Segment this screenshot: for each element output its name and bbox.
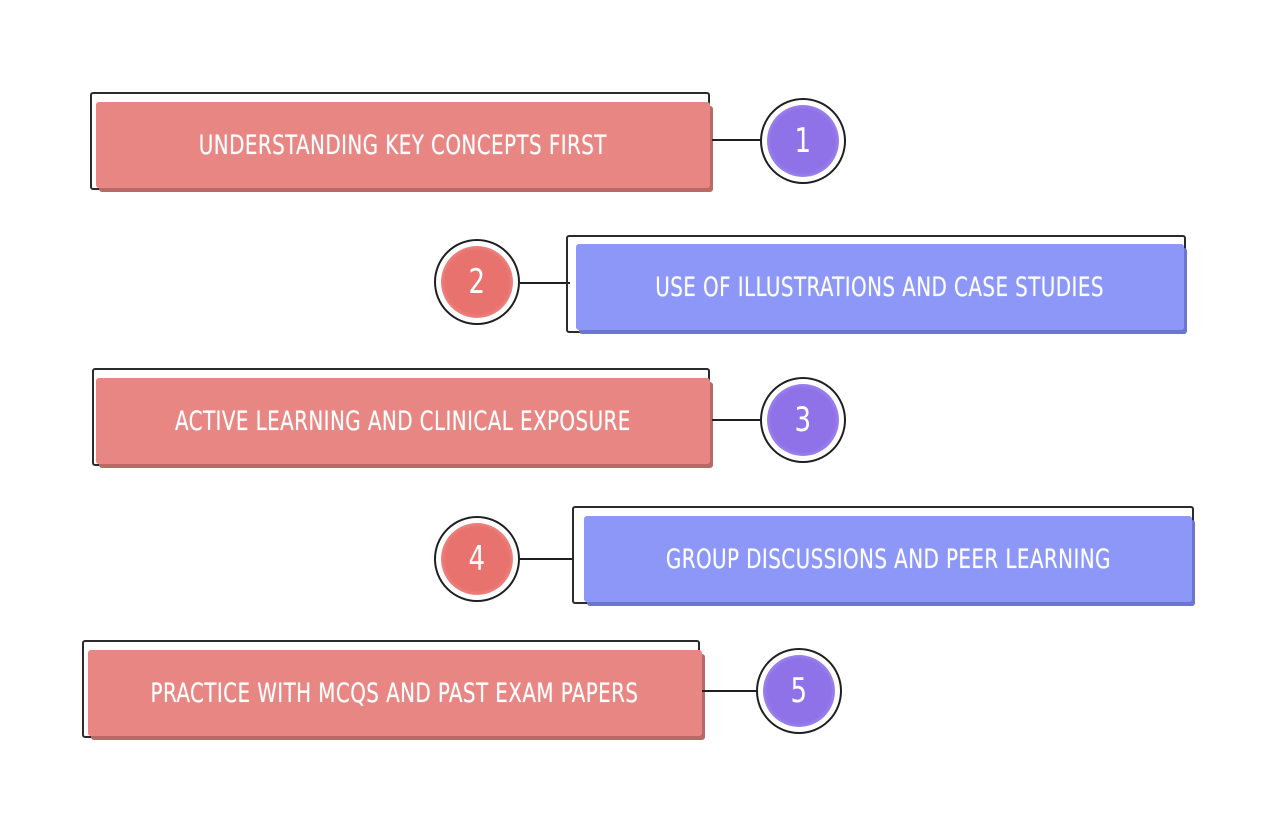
step-5-number: 5 bbox=[790, 671, 808, 711]
step-2-badge: 2 bbox=[434, 239, 520, 325]
step-3-box: Active Learning and Clinical Exposure bbox=[96, 378, 710, 464]
step-3-connector bbox=[712, 419, 762, 421]
step-2-label: Use of Illustrations and Case Studies bbox=[655, 271, 1105, 303]
step-2-connector bbox=[520, 282, 570, 284]
step-4-box: Group Discussions and Peer Learning bbox=[584, 516, 1192, 602]
step-4-badge: 4 bbox=[434, 516, 520, 602]
step-5-connector bbox=[702, 690, 758, 692]
step-1-label: Understanding Key Concepts First bbox=[198, 129, 608, 161]
step-2-number: 2 bbox=[468, 262, 486, 302]
step-3-label: Active Learning and Clinical Exposure bbox=[175, 405, 631, 437]
step-1-connector bbox=[712, 139, 762, 141]
step-4-connector bbox=[520, 558, 574, 560]
step-3-badge: 3 bbox=[760, 377, 846, 463]
step-4-label: Group Discussions and Peer Learning bbox=[665, 543, 1111, 575]
step-2-box: Use of Illustrations and Case Studies bbox=[576, 244, 1184, 330]
step-5-badge: 5 bbox=[756, 648, 842, 734]
step-3-number: 3 bbox=[794, 400, 812, 440]
step-1-number: 1 bbox=[794, 121, 812, 161]
step-1-box: Understanding Key Concepts First bbox=[96, 102, 710, 188]
step-5-box: Practice with MCQs and Past Exam Papers bbox=[88, 650, 702, 736]
step-1-badge: 1 bbox=[760, 98, 846, 184]
step-4-frame bbox=[572, 506, 1194, 604]
step-2-frame bbox=[566, 235, 1186, 333]
step-4-number: 4 bbox=[468, 539, 486, 579]
step-5-label: Practice with MCQs and Past Exam Papers bbox=[151, 677, 639, 709]
